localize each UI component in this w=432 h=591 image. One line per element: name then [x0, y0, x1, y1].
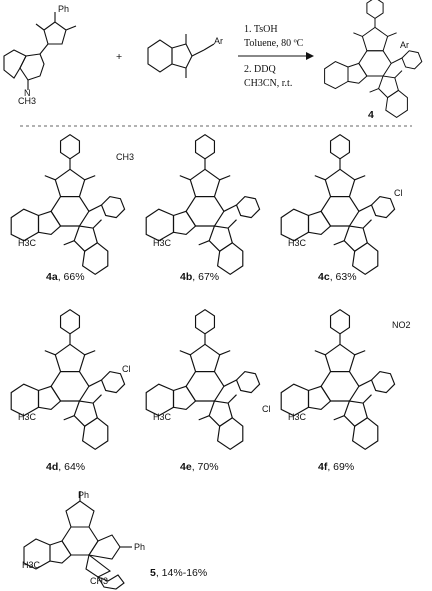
caption-4e: 4e, 70%: [180, 461, 219, 473]
yield-4e: , 70%: [192, 461, 219, 473]
substituent-4e: Cl: [262, 404, 271, 414]
atom-ch3: CH3: [18, 96, 36, 106]
compound-5-structure: [23, 491, 132, 590]
yield-4b: , 67%: [192, 271, 219, 283]
ch3-5: CH3: [90, 576, 108, 586]
product-general: [324, 0, 423, 118]
condition-3: 2. DDQ: [244, 64, 276, 75]
id-4d: 4d: [46, 461, 58, 473]
compound-4e-structure: [145, 309, 261, 450]
condition-4: CH3CN, r.t.: [244, 78, 292, 89]
compound-4f-structure: [280, 309, 396, 450]
atom-n: N: [24, 88, 31, 98]
substituent-4d: Cl: [122, 364, 131, 374]
caption-4a: 4a, 66%: [46, 271, 85, 283]
caption-4c: 4c, 63%: [318, 271, 357, 283]
compound-4d-structure: [10, 309, 126, 450]
h3c-4a: H3C: [18, 238, 37, 248]
caption-4f: 4f, 69%: [318, 461, 354, 473]
caption-5: 5, 14%-16%: [150, 567, 207, 579]
substituent-4a: CH3: [116, 152, 134, 162]
compound-4c-structure: [280, 134, 396, 275]
reagent-ar: Ar: [214, 36, 223, 46]
condition-1: 1. TsOH: [244, 24, 278, 35]
ph-side-5: Ph: [134, 542, 145, 552]
ph-top-5: Ph: [78, 490, 89, 500]
h3c-4c: H3C: [288, 238, 307, 248]
h3c-5: H3C: [22, 560, 41, 570]
id-4a: 4a: [46, 271, 58, 283]
id-4f: 4f: [318, 461, 328, 473]
yield-4f: , 69%: [327, 461, 354, 473]
product-ar: Ar: [400, 40, 409, 50]
condition-2: Toluene, 80 ºC: [244, 38, 304, 49]
h3c-4f: H3C: [288, 412, 307, 422]
atom-ph: Ph: [58, 4, 69, 14]
id-4b: 4b: [180, 271, 192, 283]
reactant-indolylmaleimide: Ph N CH3: [3, 4, 77, 106]
caption-4b: 4b, 67%: [180, 271, 219, 283]
yield-4d: , 64%: [58, 461, 85, 473]
h3c-4e: H3C: [153, 412, 172, 422]
h3c-4b: H3C: [153, 238, 172, 248]
yield-4c: , 63%: [330, 271, 357, 283]
compound-4b-structure: [145, 134, 261, 275]
plus-sign: +: [116, 51, 122, 63]
substituent-4c: Cl: [394, 188, 403, 198]
substituent-4f: NO2: [392, 320, 411, 330]
id-5: 5: [150, 567, 156, 579]
id-4c: 4c: [318, 271, 330, 283]
compound-4a-structure: [10, 134, 126, 275]
reaction-arrow: 1. TsOH Toluene, 80 ºC 2. DDQ CH3CN, r.t…: [238, 24, 314, 89]
product-number: 4: [368, 109, 374, 121]
caption-4d: 4d, 64%: [46, 461, 85, 473]
yield-5: , 14%-16%: [156, 567, 207, 579]
h3c-4d: H3C: [18, 412, 37, 422]
yield-4a: , 66%: [58, 271, 85, 283]
reagent-arylidene-indandione: Ar: [147, 34, 223, 78]
id-4e: 4e: [180, 461, 192, 473]
